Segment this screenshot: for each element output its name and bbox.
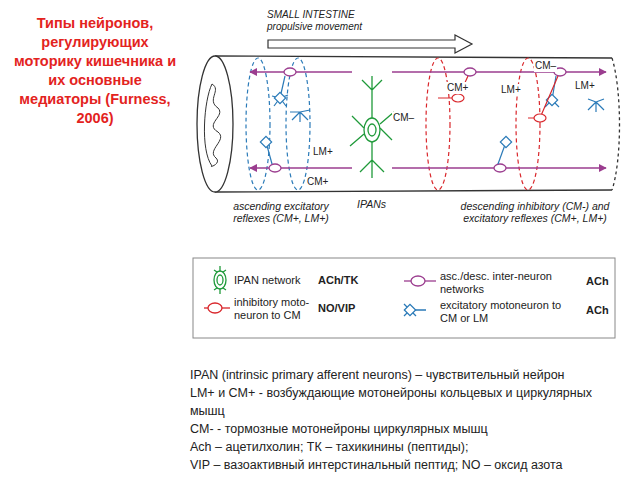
mediator-label: ACh	[586, 275, 609, 288]
motoneuron-label: CM–	[534, 60, 557, 72]
legend-frame	[193, 258, 615, 338]
heading-label: propulsive movement	[266, 21, 363, 33]
motoneuron-label: CM–	[392, 112, 415, 124]
reflex-caption: descending inhibitory (CM-) and excitato…	[456, 200, 614, 224]
interneuron-chain	[250, 68, 606, 172]
heading-label: SMALL INTESTINE	[266, 9, 356, 21]
note-line: VIP – вазоактивный интерстинальный пепти…	[190, 456, 630, 474]
legend-text: asc./desc. inter-neuron networks	[440, 270, 560, 296]
nerve-ring	[246, 58, 540, 190]
legend-symbol	[204, 266, 436, 316]
note-line: Ach – ацетилхолин; ТК – тахикинины (пепт…	[190, 438, 630, 456]
legend-text: inhibitory moto-neuron to CM	[234, 296, 314, 322]
slide-title: Типы нейронов, регулирующих моторику киш…	[10, 14, 180, 128]
motoneuron-label: CM+	[446, 82, 469, 94]
excitatory-motoneuron	[260, 76, 604, 164]
motoneuron-label: LM+	[500, 84, 522, 96]
inhibitory-motoneuron	[438, 76, 558, 122]
ipan-label: IPANs	[356, 198, 387, 210]
motoneuron-label: CM+	[306, 176, 329, 188]
legend-text: excitatory motoneuron to CM or LM	[440, 299, 572, 325]
mediator-label: NO/VIP	[318, 302, 355, 315]
note-line: CМ- - тормозные мотонейроны циркулярных …	[190, 420, 630, 438]
ipan-neuron	[350, 76, 394, 178]
motoneuron-label: LM+	[574, 80, 596, 92]
legend-text: IPAN network	[234, 274, 314, 287]
reflex-caption: ascending excitatory reflexes (CM+, LM+)	[226, 200, 336, 224]
propulsion-arrow	[268, 35, 472, 53]
mediator-label: ACh	[586, 304, 609, 317]
mediator-label: ACh/TK	[318, 274, 358, 287]
note-line: IPAN (intrinsic primary afferent neurons…	[190, 366, 630, 384]
note-line: LM+ и CM+ - возбуждающие мотонейроны кол…	[190, 384, 630, 420]
intestine-tube	[197, 56, 620, 192]
motoneuron-label: LM+	[312, 146, 334, 158]
